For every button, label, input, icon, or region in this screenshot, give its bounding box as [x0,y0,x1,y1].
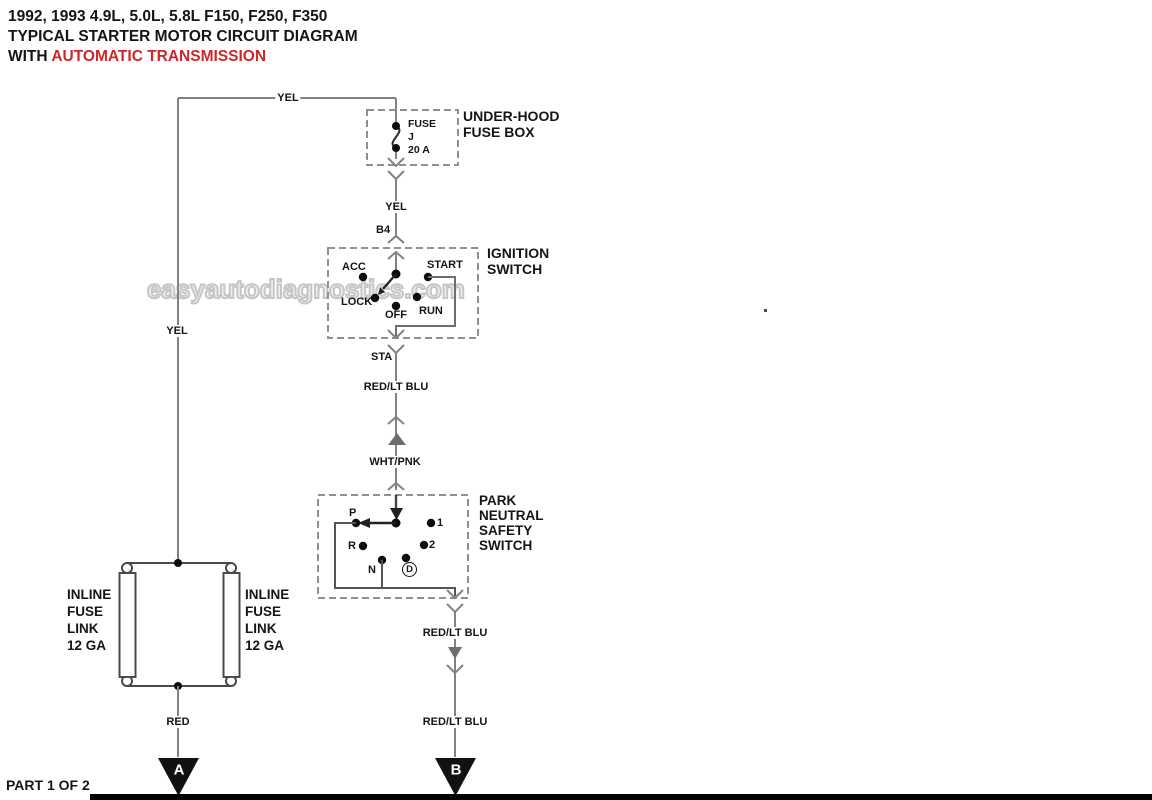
wire-ignition-to-park-switch [387,344,405,491]
fuse-id: J [408,131,414,143]
connector-a-letter: A [173,761,185,779]
ignition-switch-contacts [358,269,456,340]
ignition-start-route [395,276,456,337]
wire-label-redltblu-2: RED/LT BLU [420,627,490,639]
inline-right-line4: 12 GA [245,638,285,653]
wire-label-yel-mid: YEL [383,201,409,213]
park-left-arrowhead [358,518,370,528]
inline-left-line3: LINK [67,621,99,636]
connector-a-triangle [158,758,199,796]
fuse-link-body-left [118,572,137,678]
underhood-fuse-box-label-line2: FUSE BOX [463,124,535,140]
ignition-wiper-arrowhead [378,287,386,295]
ignition-pos-lock: LOCK [341,296,373,308]
park-pos-r: R [348,540,356,552]
park-switch-label: PARK NEUTRAL SAFETY SWITCH [479,493,544,553]
inline-right-line3: LINK [245,621,277,636]
wire-label-yel-top: YEL [275,92,301,104]
wire-label-yel-left: YEL [164,325,190,337]
watermark-text: easyautodiagnostics.com [146,273,466,305]
park-internal-route [334,522,456,596]
inline-left-line1: INLINE [67,587,112,602]
junction-dot-top [174,559,182,567]
inline-right-line1: INLINE [245,587,290,602]
wire-fusebox-to-ignition [387,170,405,272]
yel-feed-wires [177,97,397,563]
wire-down-arrowhead [448,647,462,659]
ignition-pos-acc: ACC [342,261,366,273]
title-line-2: TYPICAL STARTER MOTOR CIRCUIT DIAGRAM [8,28,358,45]
park-pos-p: P [349,507,357,519]
ignition-pos-start: START [427,259,463,271]
ignition-switch-label-line2: SWITCH [487,261,543,277]
wire-label-whtpnk: WHT/PNK [367,456,423,468]
diagram-title: 1992, 1993 4.9L, 5.0L, 5.8L F150, F250, … [8,7,358,67]
wire-label-redltblu-1: RED/LT BLU [361,381,431,393]
ignition-switch-outline [327,247,479,339]
stray-dot-mark [764,309,767,312]
inline-right-line2: FUSE [245,604,282,619]
fuse-link-body-right [222,572,241,678]
title-line-3-highlight: AUTOMATIC TRANSMISSION [51,48,267,65]
inline-fuse-link-label-left: INLINE FUSE LINK 12 GA [67,586,111,654]
wire-label-sta: STA [371,351,393,363]
park-switch-contacts [334,495,464,600]
part-page-label: PART 1 OF 2 [6,777,90,793]
fuse-j-text: FUSE J 20 A [408,118,436,157]
wire-label-red: RED [164,716,192,728]
inline-left-line4: 12 GA [67,638,107,653]
fuse-element [387,122,405,168]
inline-left-line2: FUSE [67,604,104,619]
inline-fuse-links [118,559,241,757]
bottom-black-bar [90,794,1152,800]
park-switch-label-line3: SAFETY [479,523,533,538]
wire-label-redltblu-3: RED/LT BLU [420,716,490,728]
park-entry-arrowhead [390,508,403,520]
ignition-pos-run: RUN [419,305,443,317]
underhood-fuse-box-outline [366,109,459,166]
park-switch-label-line1: PARK [479,493,517,508]
underhood-fuse-box-label-line1: UNDER-HOOD [463,108,560,124]
park-pos-d-circled: D [402,562,417,577]
park-pos-1: 1 [437,517,444,529]
ignition-wiper-arm [382,273,397,290]
title-line-1: 1992, 1993 4.9L, 5.0L, 5.8L F150, F250, … [8,8,328,25]
inline-fuse-link-label-right: INLINE FUSE LINK 12 GA [245,586,289,654]
title-line-3-prefix: WITH [8,48,48,65]
park-pos-n: N [368,564,376,576]
connector-b-triangle [435,758,476,796]
park-pos-2: 2 [429,539,436,551]
wire-label-b4: B4 [376,224,391,236]
fuse-amps: 20 A [408,144,430,156]
underhood-fuse-box-label: UNDER-HOOD FUSE BOX [463,108,559,140]
ignition-switch-label: IGNITION SWITCH [487,245,549,277]
ignition-switch-label-line1: IGNITION [487,245,550,261]
park-switch-outline [317,494,469,599]
park-switch-label-line2: NEUTRAL [479,508,544,523]
wire-up-arrowhead [388,433,406,445]
title-line-3: WITH AUTOMATIC TRANSMISSION [8,47,358,67]
connector-b-letter: B [450,761,462,779]
ignition-pos-off: OFF [385,309,407,321]
fuse-word: FUSE [408,118,437,130]
park-switch-label-line4: SWITCH [479,538,533,553]
